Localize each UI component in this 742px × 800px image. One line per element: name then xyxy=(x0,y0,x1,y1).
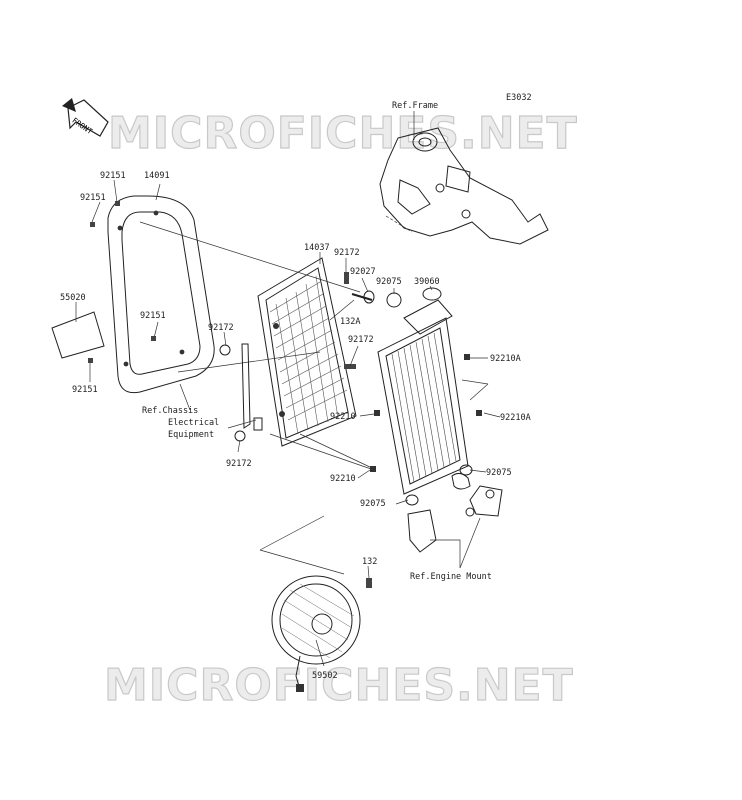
label-92172-top: 92172 xyxy=(334,248,360,258)
bracket-part xyxy=(241,343,263,431)
label-92075-low: 92075 xyxy=(360,499,386,509)
bolt-92151-center xyxy=(151,336,156,341)
watermark-top: MICROFICHES.NET xyxy=(108,108,578,159)
label-14037: 14037 xyxy=(304,243,330,253)
ref-electrical-label-1: Electrical xyxy=(168,418,219,428)
bolt-92172-top xyxy=(344,272,349,284)
diagram-code: E3032 xyxy=(506,93,532,103)
sticker-part xyxy=(51,311,105,359)
radiator-shroud xyxy=(107,195,215,394)
label-92075-right: 92075 xyxy=(486,468,512,478)
radiator-core xyxy=(370,287,482,495)
ref-frame-label: Ref.Frame xyxy=(392,101,438,111)
bolt-92151-bottom xyxy=(88,358,93,363)
label-132A: 132A xyxy=(340,317,360,327)
ref-chassis-label: Ref.Chassis xyxy=(142,406,198,416)
label-92151-bottom: 92151 xyxy=(72,385,98,395)
label-92027: 92027 xyxy=(350,267,376,277)
label-55020: 55020 xyxy=(60,293,86,303)
label-92151-top: 92151 xyxy=(100,171,126,181)
label-92210A-upper: 92210A xyxy=(490,354,521,364)
label-92210A-lower: 92210A xyxy=(500,413,531,423)
frame-part xyxy=(379,127,549,245)
bolt-92151-top xyxy=(115,201,120,206)
bolt-92172-mid xyxy=(344,364,356,369)
engine-mount-bracket xyxy=(407,485,503,553)
bolt-92151-left xyxy=(90,222,95,227)
label-92151-left: 92151 xyxy=(80,193,106,203)
bolt-132 xyxy=(366,578,372,588)
cooling-fan xyxy=(271,575,361,692)
ref-electrical-label-2: Equipment xyxy=(168,430,214,440)
label-92172-left: 92172 xyxy=(208,323,234,333)
watermark-bottom: MICROFICHES.NET xyxy=(104,660,574,711)
ref-engine-mount-label: Ref.Engine Mount xyxy=(410,572,492,582)
label-59502: 59502 xyxy=(312,671,338,681)
label-132: 132 xyxy=(362,557,377,567)
label-92210-upper: 92210 xyxy=(330,412,356,422)
label-92210-lower: 92210 xyxy=(330,474,356,484)
label-14091: 14091 xyxy=(144,171,170,181)
label-92075-top: 92075 xyxy=(376,277,402,287)
grommet-92075-low xyxy=(405,464,473,506)
label-92151-center: 92151 xyxy=(140,311,166,321)
label-92172-mid: 92172 xyxy=(348,335,374,345)
label-92172-bottom: 92172 xyxy=(226,459,252,469)
front-arrow-icon: FRONT xyxy=(62,98,109,137)
bolt-92027 xyxy=(351,293,373,301)
label-39060: 39060 xyxy=(414,277,440,287)
radiator-screen xyxy=(257,257,357,447)
